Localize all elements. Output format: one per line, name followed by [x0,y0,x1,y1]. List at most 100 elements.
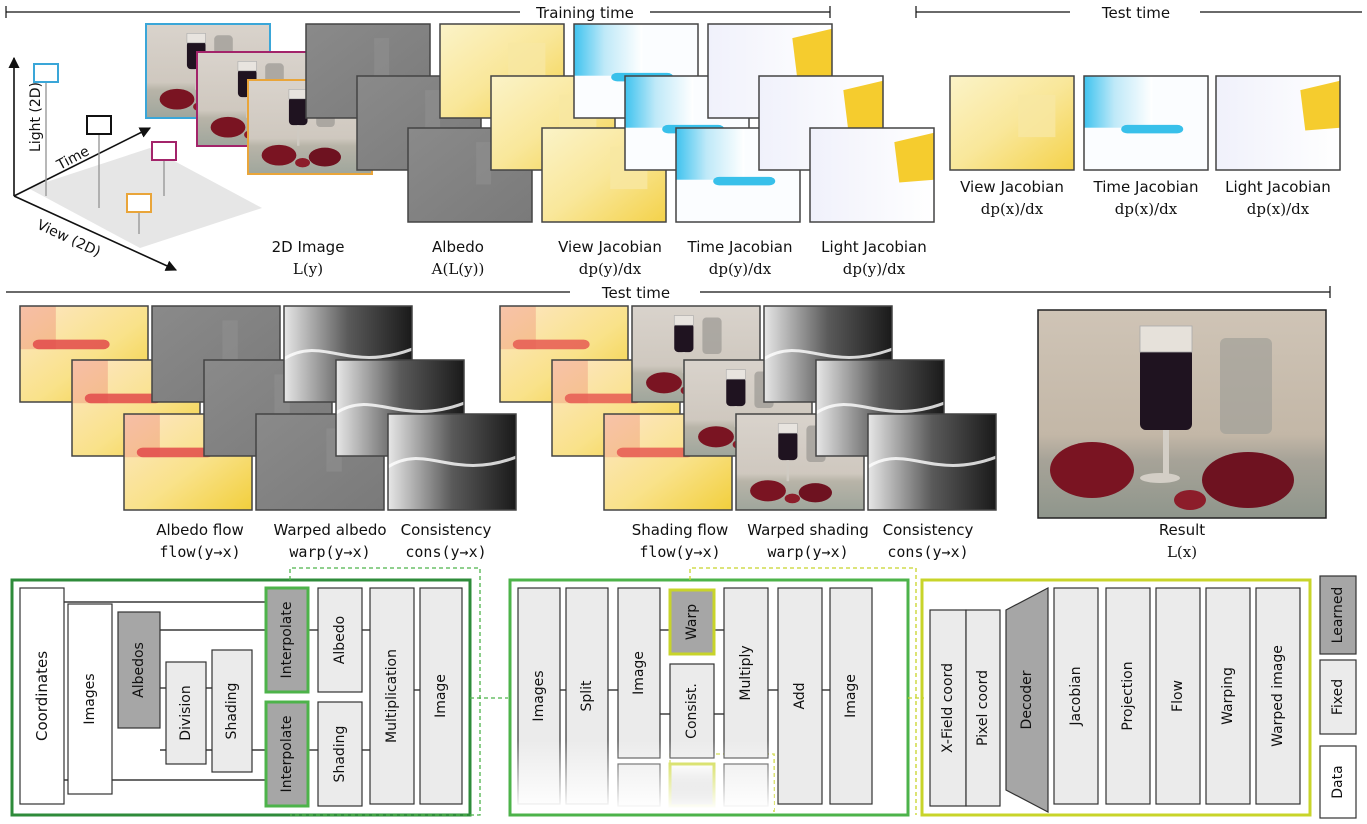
training-label-1: Albedo [432,238,484,256]
block-coordinates: Coordinates [19,587,65,805]
block-xfield-coord: X-Field coord [929,609,967,807]
view-axis-label: View (2D) [34,217,103,260]
training-label-3: Time Jacobian [687,238,793,256]
svg-text:Multiply: Multiply [738,645,754,700]
svg-text:Learned: Learned [1330,587,1346,644]
svg-text:Warping: Warping [1220,667,1236,725]
block-multiply: Multiply [723,587,769,759]
block-flow: Flow [1155,587,1201,805]
svg-text:Images: Images [531,670,547,721]
legend-learned: Learned [1319,575,1357,655]
block-decoder: Decoder [1005,587,1049,813]
svg-text:Jacobian: Jacobian [1068,666,1084,726]
test-mid-label-3: Shading flow [632,521,729,539]
svg-text:Flow: Flow [1170,680,1186,712]
svg-text:Division: Division [178,685,194,740]
test-mid-formula-1: warp(y→x) [289,543,370,561]
test-top-formula-2: dp(x)/dx [1247,200,1310,218]
svg-text:Shading: Shading [332,726,348,783]
svg-text:Interpolate: Interpolate [279,602,295,679]
test-mid-formula-3: flow(y→x) [639,543,720,561]
albedo-consistency-frame-3 [387,413,517,511]
svg-text:Albedos: Albedos [131,642,147,698]
test-mid-label-2: Consistency [401,521,492,539]
test-top-label-2: Light Jacobian [1225,178,1331,196]
training-formula-4: dp(y)/dx [843,260,906,278]
training-time-label: Training time [535,4,634,22]
svg-text:Warped image: Warped image [1270,645,1286,747]
block-jacobian: Jacobian [1053,587,1099,805]
light-axis-label: Light (2D) [28,82,44,152]
training-label-0: 2D Image [272,238,345,256]
block-image-2: Image [617,587,661,759]
test-top-label-1: Time Jacobian [1093,178,1199,196]
svg-text:Coordinates: Coordinates [33,651,51,741]
svg-text:Consist.: Consist. [684,683,700,739]
test-time-jacobian [1083,75,1209,171]
legend-data: Data [1319,745,1357,819]
svg-text:Image: Image [843,674,859,718]
block-images: Images [67,603,113,795]
camera-sample-black [86,115,112,135]
test-top-label-0: View Jacobian [960,178,1064,196]
svg-text:Images: Images [82,673,98,724]
test-mid-label-0: Albedo flow [156,521,244,539]
training-formula-3: dp(y)/dx [709,260,772,278]
test-time-label-top: Test time [1101,4,1170,22]
svg-text:Albedo: Albedo [332,616,348,664]
block-image-out-2: Image [829,587,873,805]
camera-sample-orange [126,193,152,213]
block-warping: Warping [1205,587,1251,805]
training-formula-1: A(L(y)) [431,260,485,278]
svg-text:Data: Data [1330,765,1346,798]
camera-sample-magenta [151,141,177,161]
svg-text:Shading: Shading [224,683,240,740]
test-mid-formula-5: cons(y→x) [887,543,968,561]
test-top-formula-1: dp(x)/dx [1115,200,1178,218]
block-shading: Shading [317,701,363,807]
svg-text:Pixel coord: Pixel coord [975,670,991,746]
block-albedo: Albedo [317,587,363,693]
training-label-2: View Jacobian [558,238,662,256]
result-image [1037,309,1327,519]
shading-consistency-frame-3 [867,413,997,511]
svg-text:X-Field coord: X-Field coord [940,663,956,753]
training-formula-0: L(y) [293,260,323,278]
test-light-jacobian [1215,75,1341,171]
pipeline-2-fade [516,740,774,810]
block-warp: Warp [668,588,716,656]
block-albedos: Albedos [117,611,161,729]
svg-text:Interpolate: Interpolate [279,716,295,793]
camera-sample-cyan [33,63,59,83]
svg-text:Add: Add [792,682,808,709]
test-mid-formula-2: cons(y→x) [405,543,486,561]
training-time-header: Training time [5,4,831,22]
block-add: Add [777,587,823,805]
block-division: Division [165,661,207,765]
svg-text:Image: Image [631,651,647,695]
test-mid-label-6: Result [1159,521,1205,539]
block-multiplication: Multiplication [369,587,415,805]
test-top-formula-0: dp(x)/dx [981,200,1044,218]
legend-fixed: Fixed [1319,659,1357,735]
pipeline-3-frame [920,578,1312,817]
svg-text:Warp: Warp [684,604,700,640]
test-mid-label-1: Warped albedo [273,521,386,539]
svg-text:Decoder: Decoder [1019,670,1035,729]
test-view-jacobian [949,75,1075,171]
svg-text:Fixed: Fixed [1330,679,1346,715]
svg-text:Image: Image [433,674,449,718]
test-time-header-top: Test time [915,4,1362,22]
block-projection: Projection [1105,587,1151,805]
test-mid-formula-0: flow(y→x) [159,543,240,561]
test-mid-label-4: Warped shading [747,521,869,539]
block-shading-computed: Shading [211,649,253,773]
training-label-4: Light Jacobian [821,238,927,256]
time-axis [13,127,152,197]
svg-text:Projection: Projection [1120,661,1136,730]
light-jacobian-frame-3 [809,127,935,223]
svg-text:Split: Split [579,680,595,712]
test-mid-formula-6: L(x) [1167,543,1197,561]
